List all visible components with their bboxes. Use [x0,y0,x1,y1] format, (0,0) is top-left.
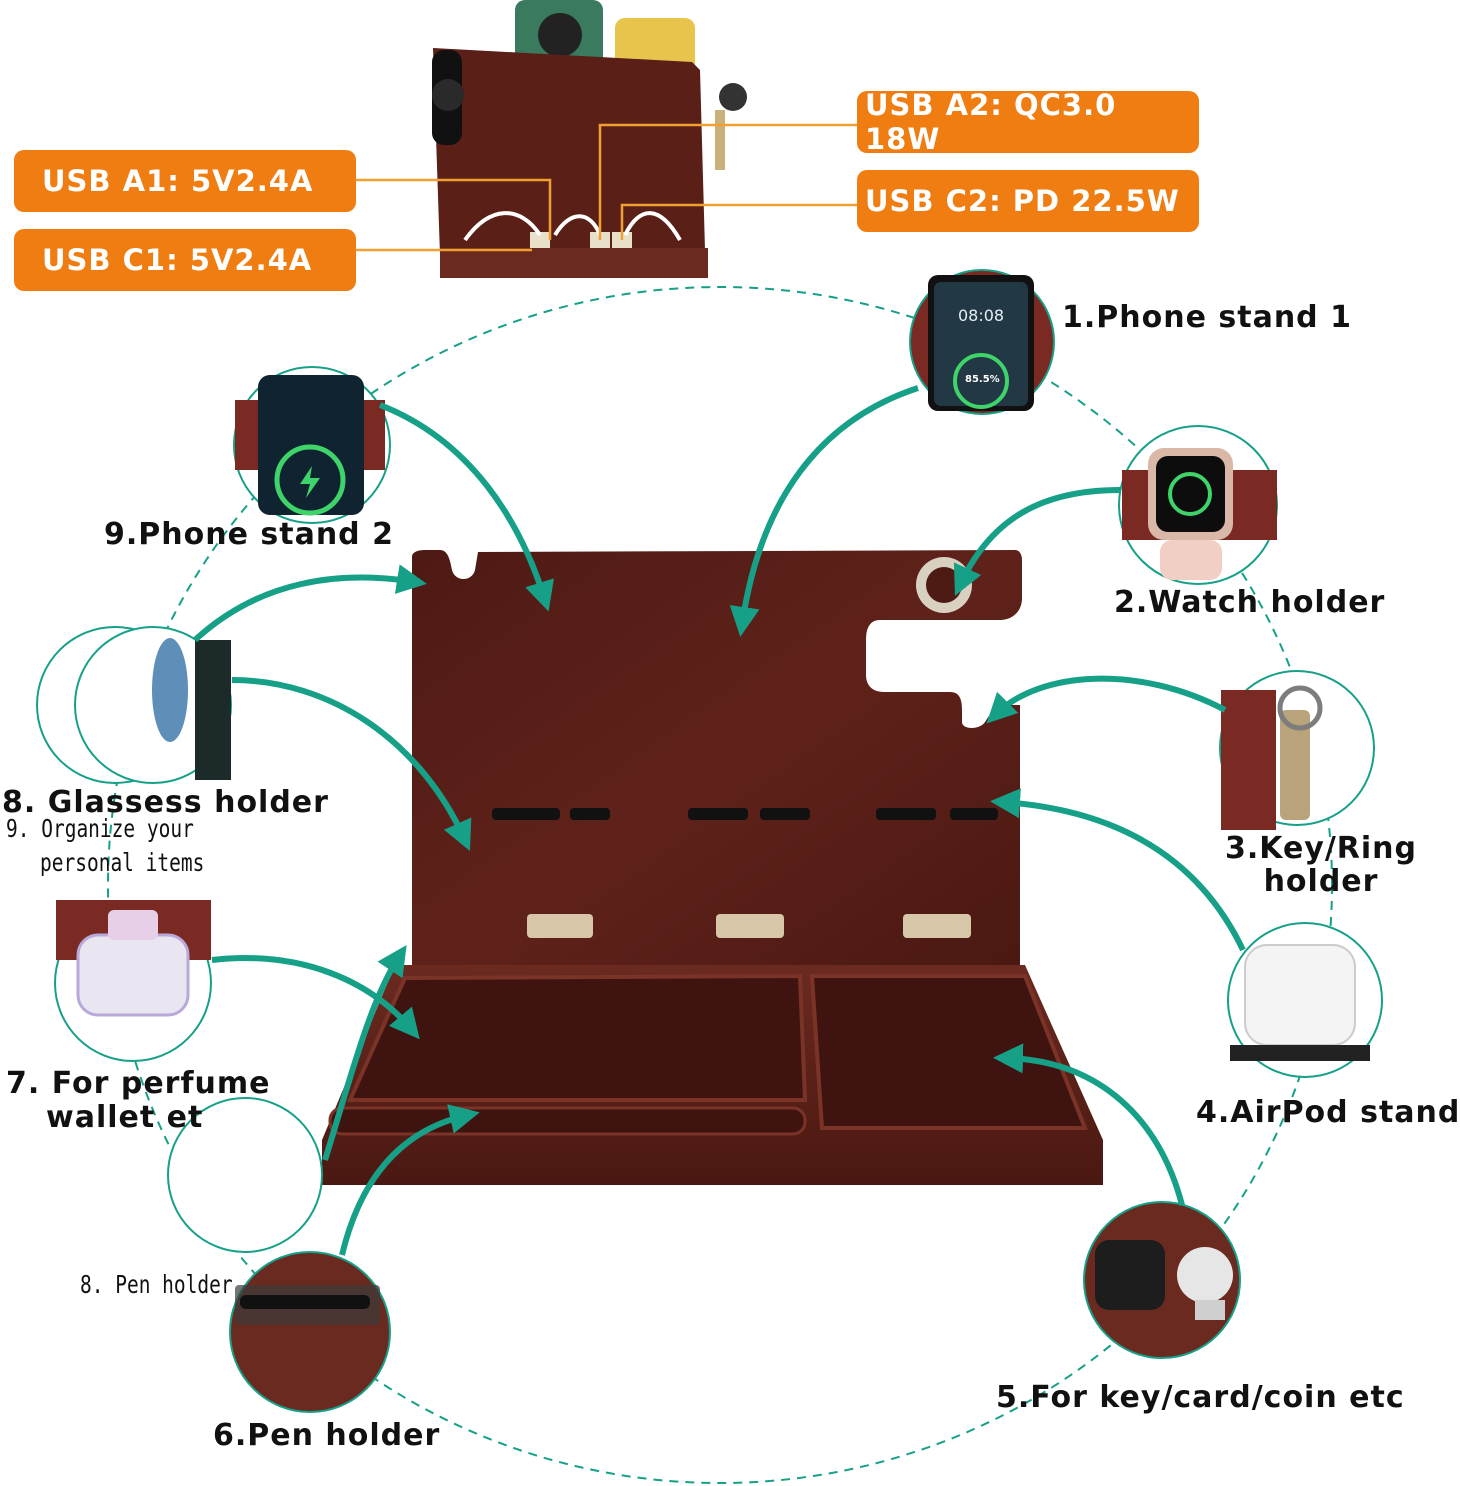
callout-phone-stand-1 [909,269,1055,415]
note-pen-holder: 8. Pen holder [80,1270,233,1299]
label-phone-stand-2: 9.Phone stand 2 [104,517,394,552]
callout-key-card-coin [1083,1201,1241,1359]
label-key-card-coin: 5.For key/card/coin etc [996,1380,1405,1415]
label-pen-holder: 6.Pen holder [213,1418,441,1453]
usb-c1-badge: USB C1: 5V2.4A [14,229,356,291]
label-phone-stand-1: 1.Phone stand 1 [1062,300,1352,335]
callout-pen-holder [229,1251,391,1413]
callout-phone-stand-2 [233,366,391,524]
dashed-guide-circle [107,286,1333,1484]
usb-c2-badge: USB C2: PD 22.5W [857,170,1199,232]
usb-a2-badge: USB A2: QC3.0 18W [857,88,1199,156]
usb-c1-text: USB C1: 5V2.4A [42,243,313,277]
usb-a1-badge: USB A1: 5V2.4A [14,150,356,212]
callout-airpod-stand [1227,922,1383,1078]
teal-arrows [192,385,1246,1256]
callout-glasses [36,626,232,784]
note-organize-line2: personal items [40,848,205,877]
label-key-ring-line1: 3.Key/Ring [1224,831,1418,866]
label-glasses-holder: 8. Glassess holder [2,785,329,820]
callout-watch-holder [1118,425,1278,585]
label-watch-holder: 2.Watch holder [1114,585,1386,620]
usb-c2-text: USB C2: PD 22.5W [865,184,1180,218]
label-perfume-line1: 7. For perfume [6,1066,271,1101]
usb-leader-lines [356,123,857,252]
label-perfume-line2: wallet et [46,1100,204,1135]
dock-photo [432,0,747,278]
label-key-ring-holder: 3.Key/Ring holder [1216,832,1426,898]
label-airpod-stand: 4.AirPod stand [1196,1095,1460,1130]
main-organizer-photo [322,550,1103,1185]
label-key-ring-line2: holder [1263,864,1379,899]
note-organize-line1: 9. Organize your [6,814,194,843]
callout-empty [167,1097,323,1253]
usb-a1-text: USB A1: 5V2.4A [42,164,314,198]
phone-clock: 08:08 [958,306,1005,325]
callout-key-ring-holder [1219,670,1375,830]
usb-a2-text: USB A2: QC3.0 18W [865,88,1117,156]
callout-perfume [54,900,212,1062]
phone-battery: 85.5% [965,374,1000,385]
